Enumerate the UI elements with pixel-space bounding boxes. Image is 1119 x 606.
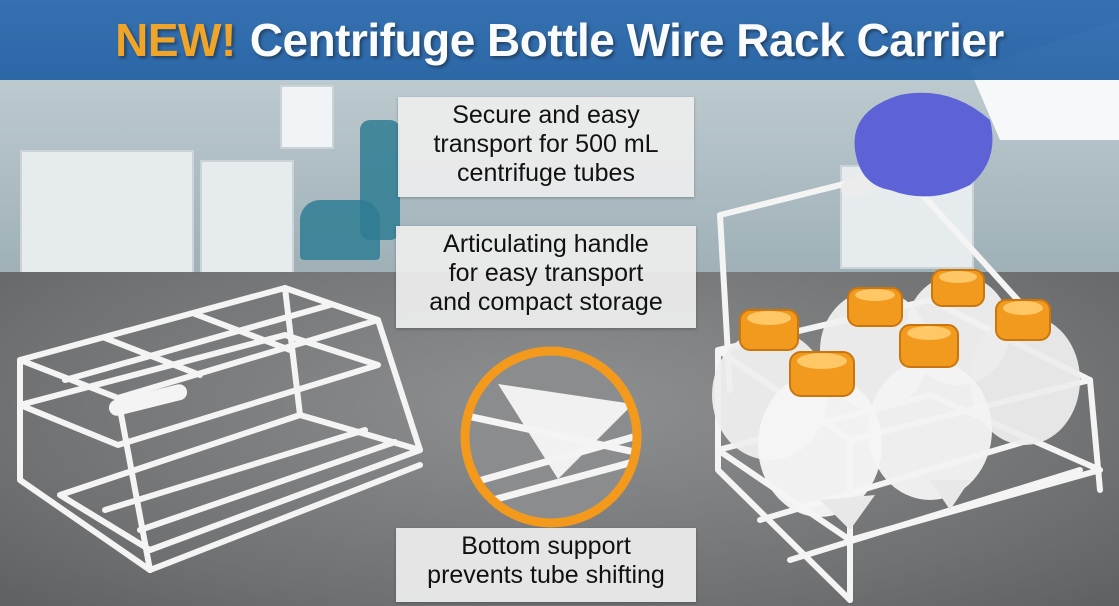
callout-line: Bottom support xyxy=(461,532,631,560)
lab-monitor xyxy=(280,85,334,149)
lab-chair-back xyxy=(360,120,400,240)
page-title: NEW!Centrifuge Bottle Wire Rack Carrier xyxy=(115,13,1004,67)
callout-line: and compact storage xyxy=(429,288,663,316)
callout-line: centrifuge tubes xyxy=(457,159,635,187)
gloved-hand xyxy=(854,92,993,197)
bottles xyxy=(712,275,1080,530)
callout-line: Secure and easy xyxy=(452,101,640,129)
bottom-support-zoom xyxy=(460,346,642,528)
empty-wire-rack xyxy=(17,285,423,573)
loaded-wire-rack xyxy=(712,20,1119,603)
rack-handle xyxy=(717,167,1048,393)
callout-line: for easy transport xyxy=(448,259,644,287)
lab-drawer xyxy=(200,160,294,272)
callout-secure-transport: Secure and easy transport for 500 mL cen… xyxy=(398,97,694,197)
title-text: Centrifuge Bottle Wire Rack Carrier xyxy=(249,14,1005,66)
callout-line: Articulating handle xyxy=(443,230,649,258)
callout-line: prevents tube shifting xyxy=(427,561,665,589)
new-badge: NEW! xyxy=(115,14,236,66)
callout-articulating-handle: Articulating handle for easy transport a… xyxy=(396,226,696,328)
callout-line: transport for 500 mL xyxy=(433,130,659,158)
title-banner: NEW!Centrifuge Bottle Wire Rack Carrier xyxy=(0,0,1119,80)
callout-bottom-support: Bottom support prevents tube shifting xyxy=(396,528,696,602)
lab-cabinet xyxy=(20,150,194,272)
